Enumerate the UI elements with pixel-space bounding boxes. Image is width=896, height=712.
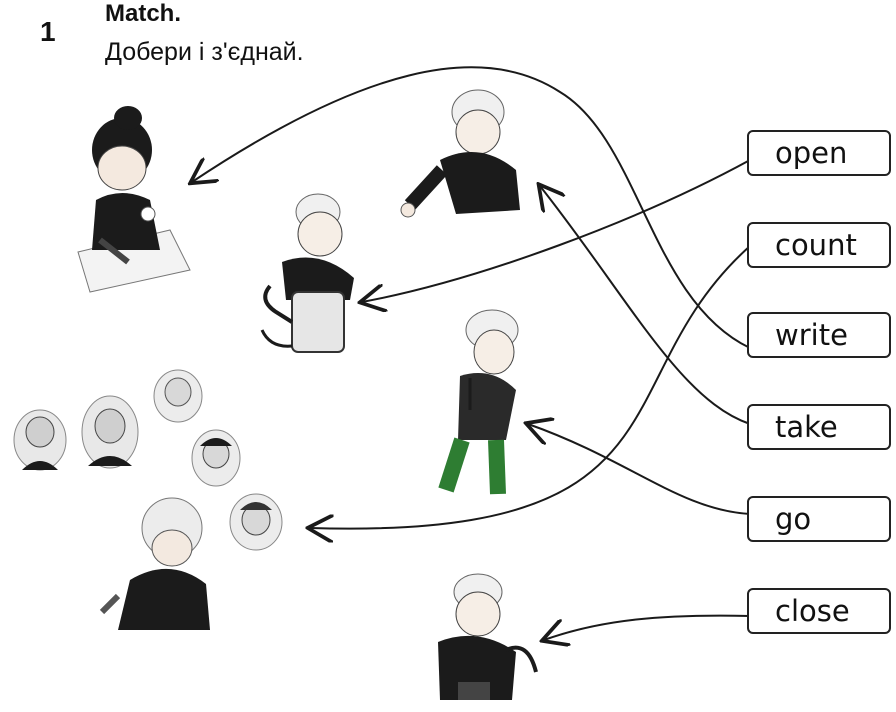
boy-with-bag-figure — [260, 193, 354, 353]
girl-counting-figure — [99, 497, 210, 630]
exercise-instruction: Добери і з'єднай. — [105, 38, 304, 66]
arrow-close — [544, 614, 751, 640]
exercise-number: 1 — [40, 16, 56, 47]
boy-closing-bag-figure — [438, 573, 538, 700]
word-box-open[interactable]: open — [747, 130, 891, 176]
exercise-title: Match. — [105, 0, 182, 27]
word-box-go[interactable]: go — [747, 496, 891, 542]
word-box-write[interactable]: write — [747, 312, 891, 358]
girl-writing-figure — [77, 106, 191, 293]
boy-pointing-figure — [400, 89, 520, 218]
arrow-count — [310, 245, 751, 529]
boy-walking-figure — [438, 309, 519, 495]
arrow-take — [540, 186, 751, 425]
word-box-close[interactable]: close — [747, 588, 891, 634]
word-box-take[interactable]: take — [747, 404, 891, 450]
word-box-count[interactable]: count — [747, 222, 891, 268]
arrow-write — [192, 66, 751, 349]
arrow-go — [528, 424, 751, 515]
arrow-open — [362, 159, 751, 302]
family-portraits — [13, 369, 283, 551]
